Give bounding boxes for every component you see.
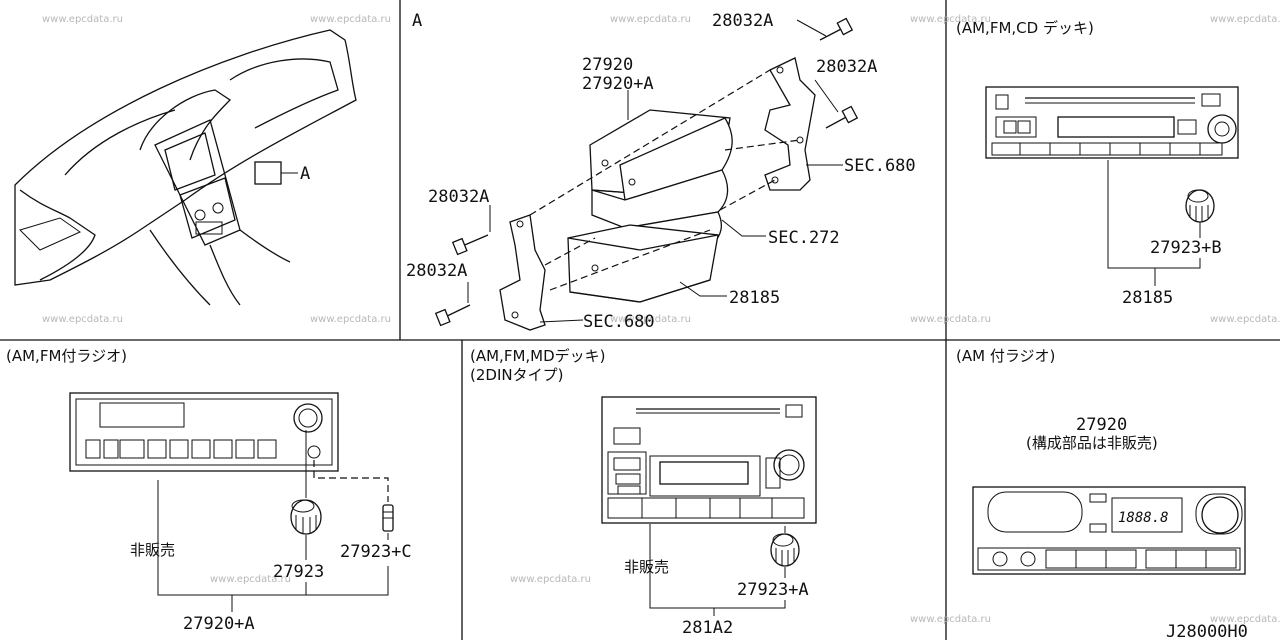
label-28032a-left-upper: 28032A bbox=[428, 187, 489, 207]
screw-icon bbox=[819, 17, 854, 41]
am-radio-panel: (AM 付ラジオ) 27920 (構成部品は非販売) 1888.8 bbox=[956, 347, 1246, 575]
label-281a2: 281A2 bbox=[682, 618, 733, 638]
label-27923c: 27923+C bbox=[340, 542, 412, 562]
label-27923b: 27923+B bbox=[1150, 238, 1222, 258]
svg-text:www.epcdata.ru: www.epcdata.ru bbox=[910, 314, 991, 325]
svg-text:www.epcdata.ru: www.epcdata.ru bbox=[1210, 314, 1280, 325]
screw-icon bbox=[825, 105, 859, 129]
am-fm-md-subtitle: (2DINタイプ) bbox=[470, 366, 563, 384]
am-fm-md-panel: (AM,FM,MDデッキ) (2DINタイプ) bbox=[470, 347, 817, 638]
knob-icon bbox=[770, 533, 800, 567]
svg-text:www.epcdata.ru: www.epcdata.ru bbox=[310, 14, 391, 25]
screw-icon bbox=[434, 304, 471, 327]
exploded-view: A bbox=[406, 11, 916, 332]
am-radio-title: (AM 付ラジオ) bbox=[956, 347, 1055, 365]
diagram-code: J28000H0 bbox=[1166, 622, 1248, 640]
svg-text:www.epcdata.ru: www.epcdata.ru bbox=[510, 574, 591, 585]
label-28032a-right: 28032A bbox=[816, 57, 877, 77]
svg-text:www.epcdata.ru: www.epcdata.ru bbox=[910, 14, 991, 25]
svg-text:www.epcdata.ru: www.epcdata.ru bbox=[1210, 14, 1280, 25]
small-knob-icon bbox=[382, 504, 394, 532]
svg-text:www.epcdata.ru: www.epcdata.ru bbox=[42, 14, 123, 25]
knob-icon bbox=[1185, 189, 1215, 223]
not-sold-note: (構成部品は非販売) bbox=[1026, 434, 1158, 452]
not-sold-label: 非販売 bbox=[130, 541, 175, 559]
label-27920a-assembly: 27920+A bbox=[183, 614, 255, 634]
label-28032a-top: 28032A bbox=[712, 11, 773, 31]
dashboard-illustration: A bbox=[14, 29, 357, 306]
svg-text:www.epcdata.ru: www.epcdata.ru bbox=[610, 14, 691, 25]
label-28185: 28185 bbox=[729, 288, 780, 308]
am-fm-cd-title: (AM,FM,CD デッキ) bbox=[956, 19, 1094, 37]
am-fm-md-title: (AM,FM,MDデッキ) bbox=[470, 347, 606, 365]
am-fm-radio-title: (AM,FM付ラジオ) bbox=[6, 347, 127, 365]
watermarks: www.epcdata.ru www.epcdata.ru www.epcdat… bbox=[42, 14, 1280, 625]
am-fm-radio-panel: (AM,FM付ラジオ) bbox=[6, 347, 412, 634]
screw-icon bbox=[451, 234, 489, 256]
not-sold-label-md: 非販売 bbox=[624, 558, 669, 576]
label-27920a: 27920+A bbox=[582, 74, 654, 94]
label-28185-cd: 28185 bbox=[1122, 288, 1173, 308]
label-28032a-left-lower: 28032A bbox=[406, 261, 467, 281]
label-27923a: 27923+A bbox=[737, 580, 809, 600]
svg-text:www.epcdata.ru: www.epcdata.ru bbox=[610, 314, 691, 325]
knob-icon bbox=[290, 499, 322, 535]
label-27920: 27920 bbox=[582, 55, 633, 75]
svg-text:www.epcdata.ru: www.epcdata.ru bbox=[310, 314, 391, 325]
am-fm-cd-panel: (AM,FM,CD デッキ) 27923+B bbox=[956, 19, 1239, 308]
label-27920-am: 27920 bbox=[1076, 415, 1127, 435]
callout-a-label: A bbox=[300, 164, 310, 184]
label-sec272: SEC.272 bbox=[768, 228, 840, 248]
label-sec680-bottom: SEC.680 bbox=[583, 312, 655, 332]
display-readout: 1888.8 bbox=[1118, 510, 1169, 526]
label-27923: 27923 bbox=[273, 562, 324, 582]
svg-text:www.epcdata.ru: www.epcdata.ru bbox=[910, 614, 991, 625]
label-sec680-top: SEC.680 bbox=[844, 156, 916, 176]
svg-text:www.epcdata.ru: www.epcdata.ru bbox=[42, 314, 123, 325]
svg-text:www.epcdata.ru: www.epcdata.ru bbox=[210, 574, 291, 585]
svg-text:www.epcdata.ru: www.epcdata.ru bbox=[1210, 614, 1280, 625]
exploded-title: A bbox=[412, 11, 422, 31]
